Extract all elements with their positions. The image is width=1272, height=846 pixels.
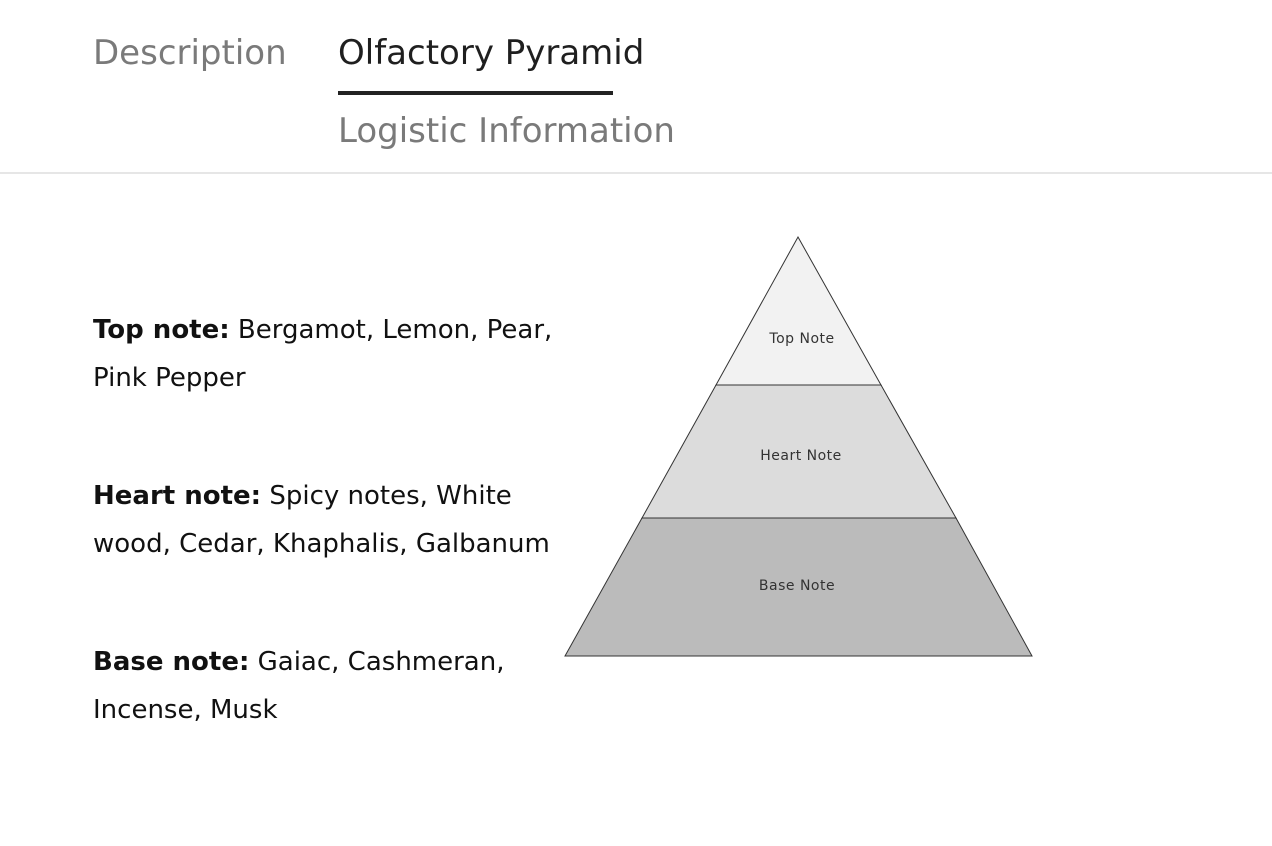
base-note-value: Gaiac, Cashmeran, Incense, Musk [93, 647, 505, 725]
base-note-text: Base note: Gaiac, Cashmeran, Incense, Mu… [93, 638, 563, 734]
pyramid-base-label: Base Note [759, 578, 835, 594]
pyramid-top-segment [715, 235, 882, 386]
tab-logistic-information[interactable]: Logistic Information [338, 111, 675, 151]
pyramid-heart-label: Heart Note [760, 448, 842, 464]
heart-note-text: Heart note: Spicy notes, White wood, Ced… [93, 472, 563, 568]
base-note-label: Base note: [93, 647, 250, 677]
active-tab-indicator [338, 91, 613, 95]
top-note-text: Top note: Bergamot, Lemon, Pear, Pink Pe… [93, 306, 563, 402]
heart-note-value: Spicy notes, White wood, Cedar, Khaphali… [93, 481, 550, 559]
heart-note-label: Heart note: [93, 481, 262, 511]
top-note-value: Bergamot, Lemon, Pear, Pink Pepper [93, 315, 553, 393]
tab-description[interactable]: Description [93, 33, 287, 73]
tab-olfactory-pyramid[interactable]: Olfactory Pyramid [338, 33, 645, 73]
pyramid-top-label: Top Note [768, 331, 834, 347]
tab-bar: Description Olfactory Pyramid Logistic I… [0, 0, 1272, 174]
top-note-label: Top note: [93, 315, 230, 345]
